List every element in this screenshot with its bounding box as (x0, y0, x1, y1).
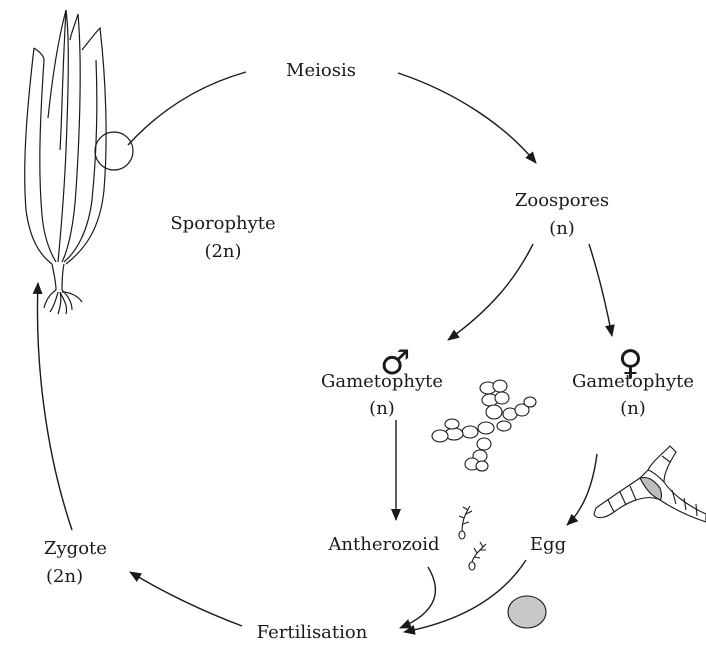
zoospores-label: Zoospores (515, 190, 609, 212)
fertilisation-label: Fertilisation (257, 622, 368, 644)
antherozoid-illustration (459, 506, 486, 570)
arrow-meiosis-to-zoospores (398, 73, 536, 163)
male-gametophyte-illustration (432, 380, 536, 471)
female-gametophyte-illustration (594, 446, 706, 522)
arrow-zygote-to-sporophyte (37, 283, 72, 530)
egg-label: Egg (530, 534, 566, 556)
zoospores-ploidy: (n) (549, 218, 575, 240)
sporophyte-ploidy: (2n) (204, 241, 241, 263)
arrow-egg-to-fertilisation (404, 560, 526, 632)
male-gametophyte-label: Gametophyte (321, 371, 443, 393)
female-gametophyte-ploidy: (n) (620, 398, 646, 420)
zygote-ploidy: (2n) (46, 566, 83, 588)
female-gametophyte-label: Gametophyte (572, 371, 694, 393)
egg-cell (508, 596, 546, 628)
arrow-zoospores-to-female-gametophyte (589, 244, 612, 336)
arrow-gametophyte-to-egg (567, 454, 597, 525)
male-gametophyte-ploidy: (n) (369, 398, 395, 420)
sporophyte-plant-illustration (25, 10, 133, 314)
arrow-antherozoid-to-fertilisation (400, 567, 435, 628)
antherozoid-label: Antherozoid (328, 534, 439, 556)
zygote-label: Zygote (44, 538, 107, 560)
arrow-sporophyte-to-meiosis (128, 72, 246, 145)
sporophyte-label: Sporophyte (170, 213, 275, 235)
meiosis-label: Meiosis (286, 60, 356, 82)
arrow-fertilisation-to-zygote (130, 572, 242, 626)
arrow-zoospores-to-male-gametophyte (448, 244, 533, 340)
